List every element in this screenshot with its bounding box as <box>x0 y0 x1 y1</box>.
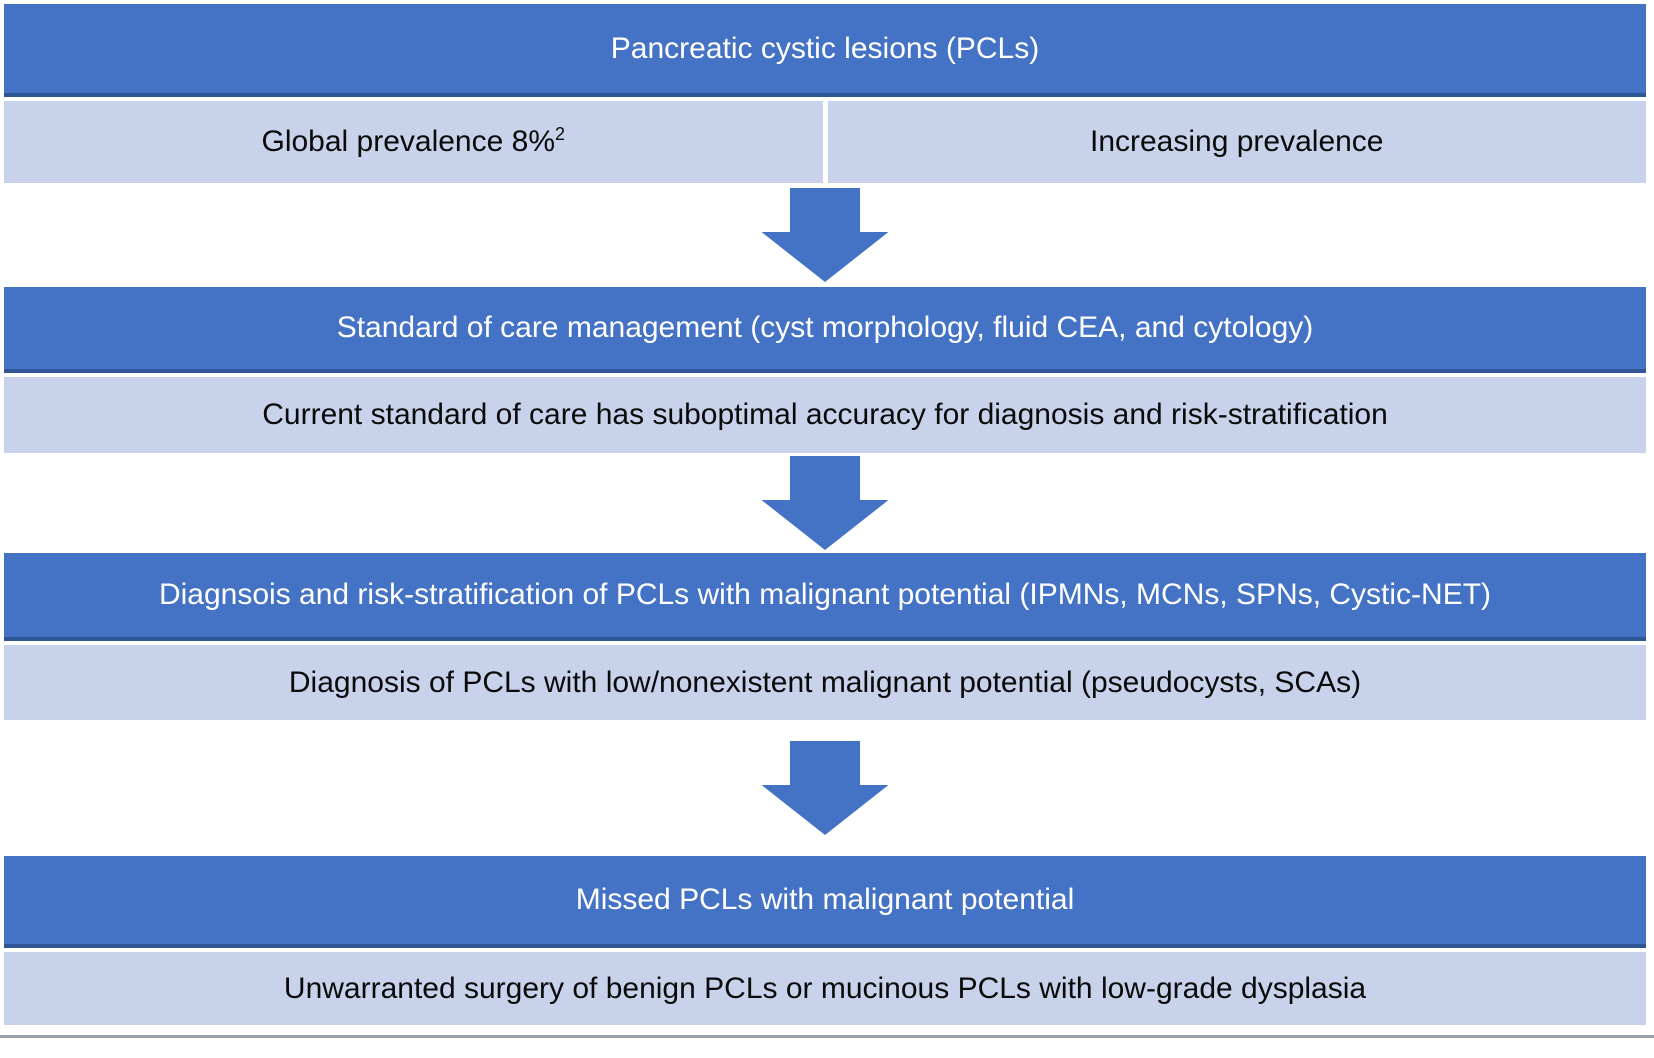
stage-2-header: Standard of care management (cyst morpho… <box>4 287 1646 373</box>
stage-1-cell-increasing-prevalence: Increasing prevalence <box>827 101 1646 183</box>
stage-2-body-label: Current standard of care has suboptimal … <box>262 398 1388 431</box>
global-prevalence-label: Global prevalence 8%2 <box>261 124 566 158</box>
stage-2-header-label: Standard of care management (cyst morpho… <box>336 311 1314 344</box>
stage-3-header: Diagnsois and risk-stratification of PCL… <box>4 553 1646 641</box>
stage-1-cell-global-prevalence: Global prevalence 8%2 <box>4 101 823 183</box>
stage-2-cell-suboptimal-accuracy: Current standard of care has suboptimal … <box>4 377 1646 453</box>
stage-4-body-row: Unwarranted surgery of benign PCLs or mu… <box>4 952 1646 1025</box>
stage-4-body-label: Unwarranted surgery of benign PCLs or mu… <box>283 971 1367 1005</box>
stage-4-header-label: Missed PCLs with malignant potential <box>575 883 1075 916</box>
stage-4-header: Missed PCLs with malignant potential <box>4 856 1646 948</box>
down-arrow-icon <box>761 741 889 835</box>
connector-2 <box>4 453 1646 553</box>
stage-1-header-label: Pancreatic cystic lesions (PCLs) <box>610 31 1040 65</box>
stage-1-header: Pancreatic cystic lesions (PCLs) <box>4 4 1646 97</box>
connector-1 <box>4 183 1646 287</box>
stage-3-cell-low-malignant-potential: Diagnosis of PCLs with low/nonexistent m… <box>4 645 1646 720</box>
increasing-prevalence-label: Increasing prevalence <box>1089 125 1384 158</box>
stage-3-body-label: Diagnosis of PCLs with low/nonexistent m… <box>288 665 1362 699</box>
stage-3-body-row: Diagnosis of PCLs with low/nonexistent m… <box>4 645 1646 720</box>
stage-1-body-row: Global prevalence 8%2 Increasing prevale… <box>4 101 1646 183</box>
bottom-spacer <box>4 1025 1646 1035</box>
stage-2-body-row: Current standard of care has suboptimal … <box>4 377 1646 453</box>
footnote-superscript: 2 <box>555 124 566 144</box>
stage-3-header-label: Diagnsois and risk-stratification of PCL… <box>158 578 1492 611</box>
down-arrow-icon <box>761 188 889 282</box>
down-arrow-icon <box>761 456 889 550</box>
stage-4-cell-unwarranted-surgery: Unwarranted surgery of benign PCLs or mu… <box>4 952 1646 1025</box>
figure-bottom-rule <box>0 1035 1654 1038</box>
connector-3 <box>4 720 1646 856</box>
